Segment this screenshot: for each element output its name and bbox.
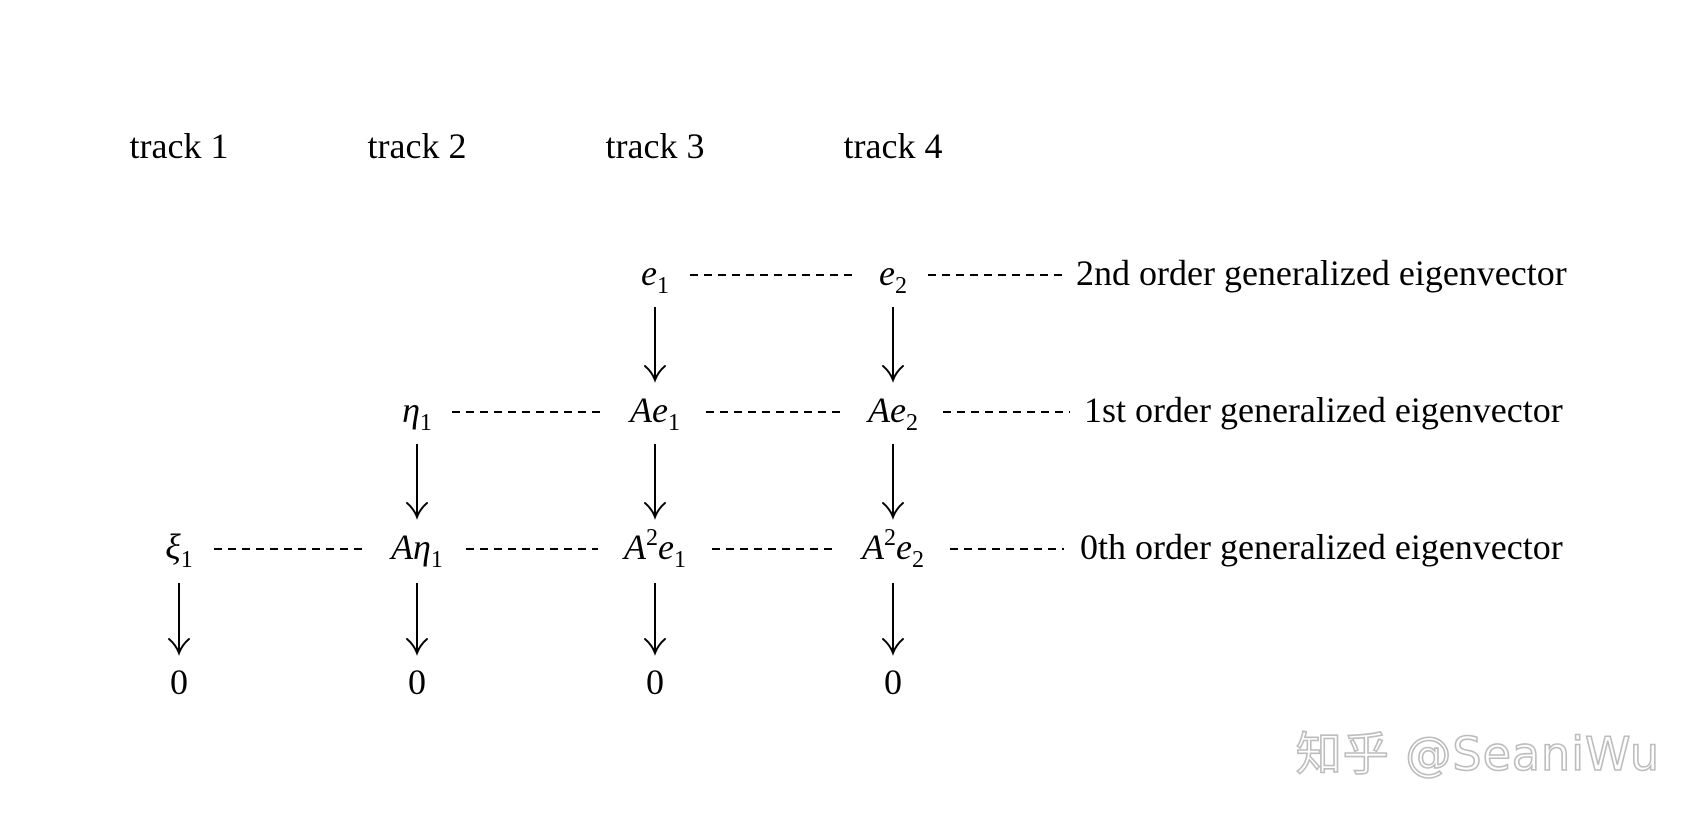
node-A2e2-sub: 2 xyxy=(912,547,924,573)
node-A2e2: A2e2 xyxy=(860,525,924,573)
zero-track-4: 0 xyxy=(884,662,902,702)
label-1st-order: 1st order generalized eigenvector xyxy=(1084,390,1563,430)
zero-track-1: 0 xyxy=(170,662,188,702)
track-4-header: track 4 xyxy=(844,126,943,166)
arrow-xi1-zero xyxy=(168,583,190,656)
track-2-header: track 2 xyxy=(368,126,467,166)
arrow-eta1-Aeta1 xyxy=(406,444,428,520)
arrow-e1-Ae1 xyxy=(644,307,666,383)
node-xi1-sub: 1 xyxy=(181,547,193,573)
node-Ae2: Ae2 xyxy=(866,390,918,436)
zero-track-2: 0 xyxy=(408,662,426,702)
node-A2e1-sup: 2 xyxy=(646,525,658,551)
node-Ae2-sub: 2 xyxy=(906,410,918,436)
node-A2e1: A2e1 xyxy=(622,525,686,573)
node-eta1-sub: 1 xyxy=(420,410,432,436)
node-e2-base: e xyxy=(879,253,895,293)
node-e1-sub: 1 xyxy=(657,273,669,299)
arrow-Ae1-A2e1 xyxy=(644,444,666,520)
node-xi1-base: ξ xyxy=(165,527,181,567)
node-A2e2-sup: 2 xyxy=(884,525,896,551)
node-Ae1-base: Ae xyxy=(628,390,668,430)
node-Aeta1: Aη1 xyxy=(389,527,443,573)
zero-track-3: 0 xyxy=(646,662,664,702)
node-Aeta1-sub: 1 xyxy=(431,547,443,573)
node-Ae1-sub: 1 xyxy=(668,410,680,436)
track-3-header: track 3 xyxy=(606,126,705,166)
node-e1: e1 xyxy=(641,253,669,299)
node-e2: e2 xyxy=(879,253,907,299)
node-A2e1-tail: e xyxy=(658,527,674,567)
arrow-Ae2-A2e2 xyxy=(882,444,904,520)
node-eta1: η1 xyxy=(402,390,432,436)
node-A2e1-sub: 1 xyxy=(674,547,686,573)
watermark: 知乎 @SeaniWu xyxy=(1296,727,1660,781)
node-Ae1: Ae1 xyxy=(628,390,680,436)
node-Ae2-base: Ae xyxy=(866,390,906,430)
node-Aeta1-base: Aη xyxy=(389,527,431,567)
arrow-Aeta1-zero xyxy=(406,583,428,656)
label-0th-order: 0th order generalized eigenvector xyxy=(1080,527,1563,567)
node-xi1: ξ1 xyxy=(165,527,192,573)
label-2nd-order: 2nd order generalized eigenvector xyxy=(1076,253,1567,293)
arrow-A2e1-zero xyxy=(644,583,666,656)
track-1-header: track 1 xyxy=(130,126,229,166)
node-eta1-base: η xyxy=(402,390,420,430)
node-e1-base: e xyxy=(641,253,657,293)
node-A2e1-base: A xyxy=(622,527,647,567)
node-A2e2-base: A xyxy=(860,527,885,567)
arrow-A2e2-zero xyxy=(882,583,904,656)
arrow-e2-Ae2 xyxy=(882,307,904,383)
node-e2-sub: 2 xyxy=(895,273,907,299)
node-A2e2-tail: e xyxy=(896,527,912,567)
